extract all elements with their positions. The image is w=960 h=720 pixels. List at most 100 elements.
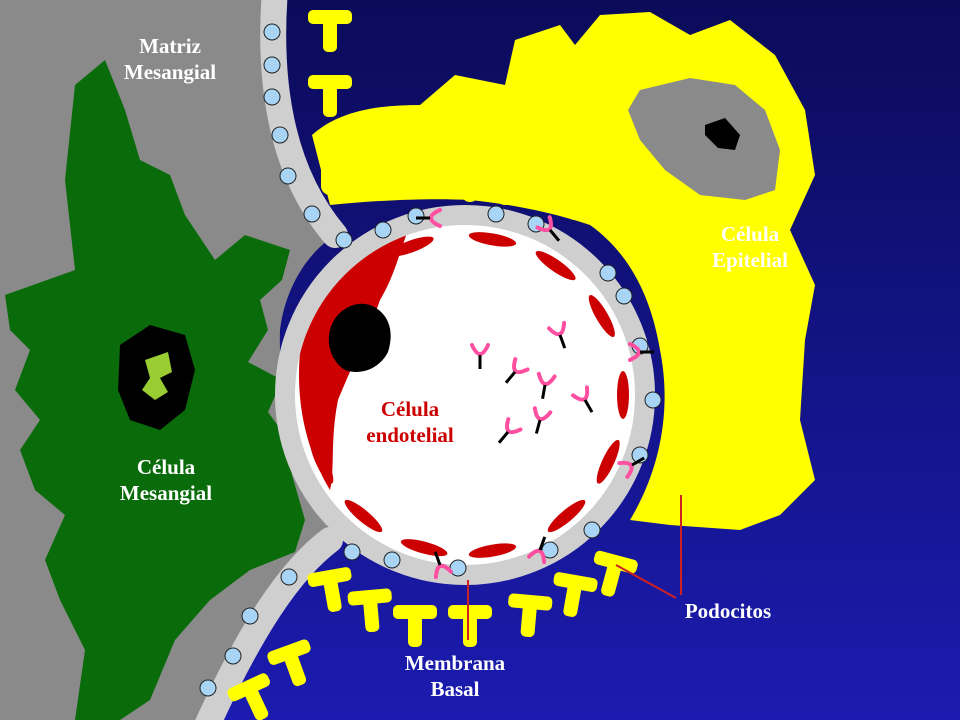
- receptor: [504, 357, 530, 384]
- pore: [541, 541, 559, 559]
- fenestra: [535, 250, 576, 281]
- receptor-stem: [558, 334, 567, 349]
- endothelial-fenestrae: [310, 232, 629, 558]
- receptor-stem: [583, 399, 594, 413]
- pedicel-stem: [363, 597, 380, 633]
- pore: [644, 391, 662, 409]
- podocyte-pedicel: [308, 10, 352, 52]
- podocyte-pedicel: [267, 639, 311, 687]
- receptor-arms: [571, 385, 590, 402]
- pedicel-stem: [323, 18, 337, 52]
- pore: [599, 264, 617, 282]
- podocyte-pedicel: [593, 550, 638, 597]
- receptor: [497, 417, 523, 444]
- fenestra: [547, 499, 586, 533]
- pore: [487, 205, 505, 223]
- foot-process: [391, 135, 409, 195]
- receptor: [536, 371, 557, 400]
- receptor-arms: [470, 343, 490, 356]
- pore: [199, 679, 217, 697]
- pedicel-stem: [323, 577, 342, 612]
- podocyte-pedicel: [553, 572, 598, 617]
- podocyte-pedicel: [508, 593, 553, 638]
- pore: [407, 207, 425, 225]
- podocyte-pedicel: [307, 567, 352, 612]
- receptor-arms: [512, 357, 530, 375]
- foot-process: [431, 138, 449, 198]
- pedicel-top: [308, 75, 352, 89]
- receptor: [527, 536, 547, 565]
- pore: [615, 287, 633, 305]
- receptor-arms: [433, 563, 453, 580]
- pore: [383, 551, 401, 569]
- pedicel-stem: [463, 613, 477, 647]
- capillary-lumen: [290, 220, 640, 570]
- receptor: [532, 406, 553, 434]
- pointer-podocitos-1: [615, 564, 677, 599]
- receptor-stem: [541, 384, 547, 400]
- pedicel-stem: [408, 613, 422, 647]
- pore: [303, 205, 321, 223]
- pedicel-top: [308, 10, 352, 24]
- pedicel-top: [553, 572, 598, 592]
- receptor-arms: [527, 548, 547, 565]
- fenestra: [588, 295, 615, 337]
- receptor: [547, 320, 567, 349]
- pore: [263, 56, 281, 74]
- pedicel-stem: [244, 686, 269, 720]
- pore: [280, 568, 298, 586]
- fenestra: [344, 499, 383, 533]
- receptor-arms: [535, 215, 553, 233]
- fenestra: [388, 236, 434, 257]
- endothelial-nucleus: [328, 303, 391, 372]
- receptor: [628, 342, 654, 362]
- foot-process: [566, 160, 584, 220]
- podocyte-pedicels: [227, 10, 638, 720]
- receptor-arms: [505, 417, 523, 435]
- podocyte-feet-top: [321, 135, 679, 340]
- receptor-arms: [617, 460, 634, 479]
- receptor-stem: [548, 229, 561, 242]
- foot-process: [496, 145, 514, 205]
- membrane-pores: [199, 23, 662, 697]
- pore: [224, 647, 242, 665]
- pedicel-stem: [520, 602, 537, 638]
- foot-process: [601, 175, 619, 235]
- pedicel-top: [347, 588, 392, 606]
- receptor-arms: [532, 406, 553, 422]
- pore: [343, 543, 361, 561]
- pore: [279, 167, 297, 185]
- podocyte-pedicel: [347, 588, 392, 633]
- pedicel-top: [448, 605, 492, 619]
- pore: [241, 607, 259, 625]
- pedicel-stem: [284, 652, 307, 687]
- fenestra: [468, 232, 517, 247]
- label-podocitos: Podocitos: [684, 599, 772, 623]
- fenestra: [310, 439, 334, 484]
- receptor-stem: [504, 371, 517, 384]
- receptor-stem: [497, 431, 510, 444]
- podocyte-pedicel: [448, 605, 492, 647]
- receptor: [535, 215, 561, 242]
- pore: [263, 23, 281, 41]
- pedicel-top: [393, 605, 437, 619]
- receptor-arms: [547, 320, 567, 337]
- receptor: [416, 208, 442, 228]
- pedicel-stem: [601, 562, 622, 597]
- pedicel-top: [227, 673, 270, 702]
- receptors: [416, 208, 654, 580]
- pore: [263, 88, 281, 106]
- receptor-arms: [429, 208, 442, 228]
- receptor: [470, 343, 490, 369]
- pedicel-top: [593, 550, 638, 574]
- receptor-stem: [538, 536, 547, 551]
- pore: [335, 231, 353, 249]
- foot-process: [661, 280, 679, 340]
